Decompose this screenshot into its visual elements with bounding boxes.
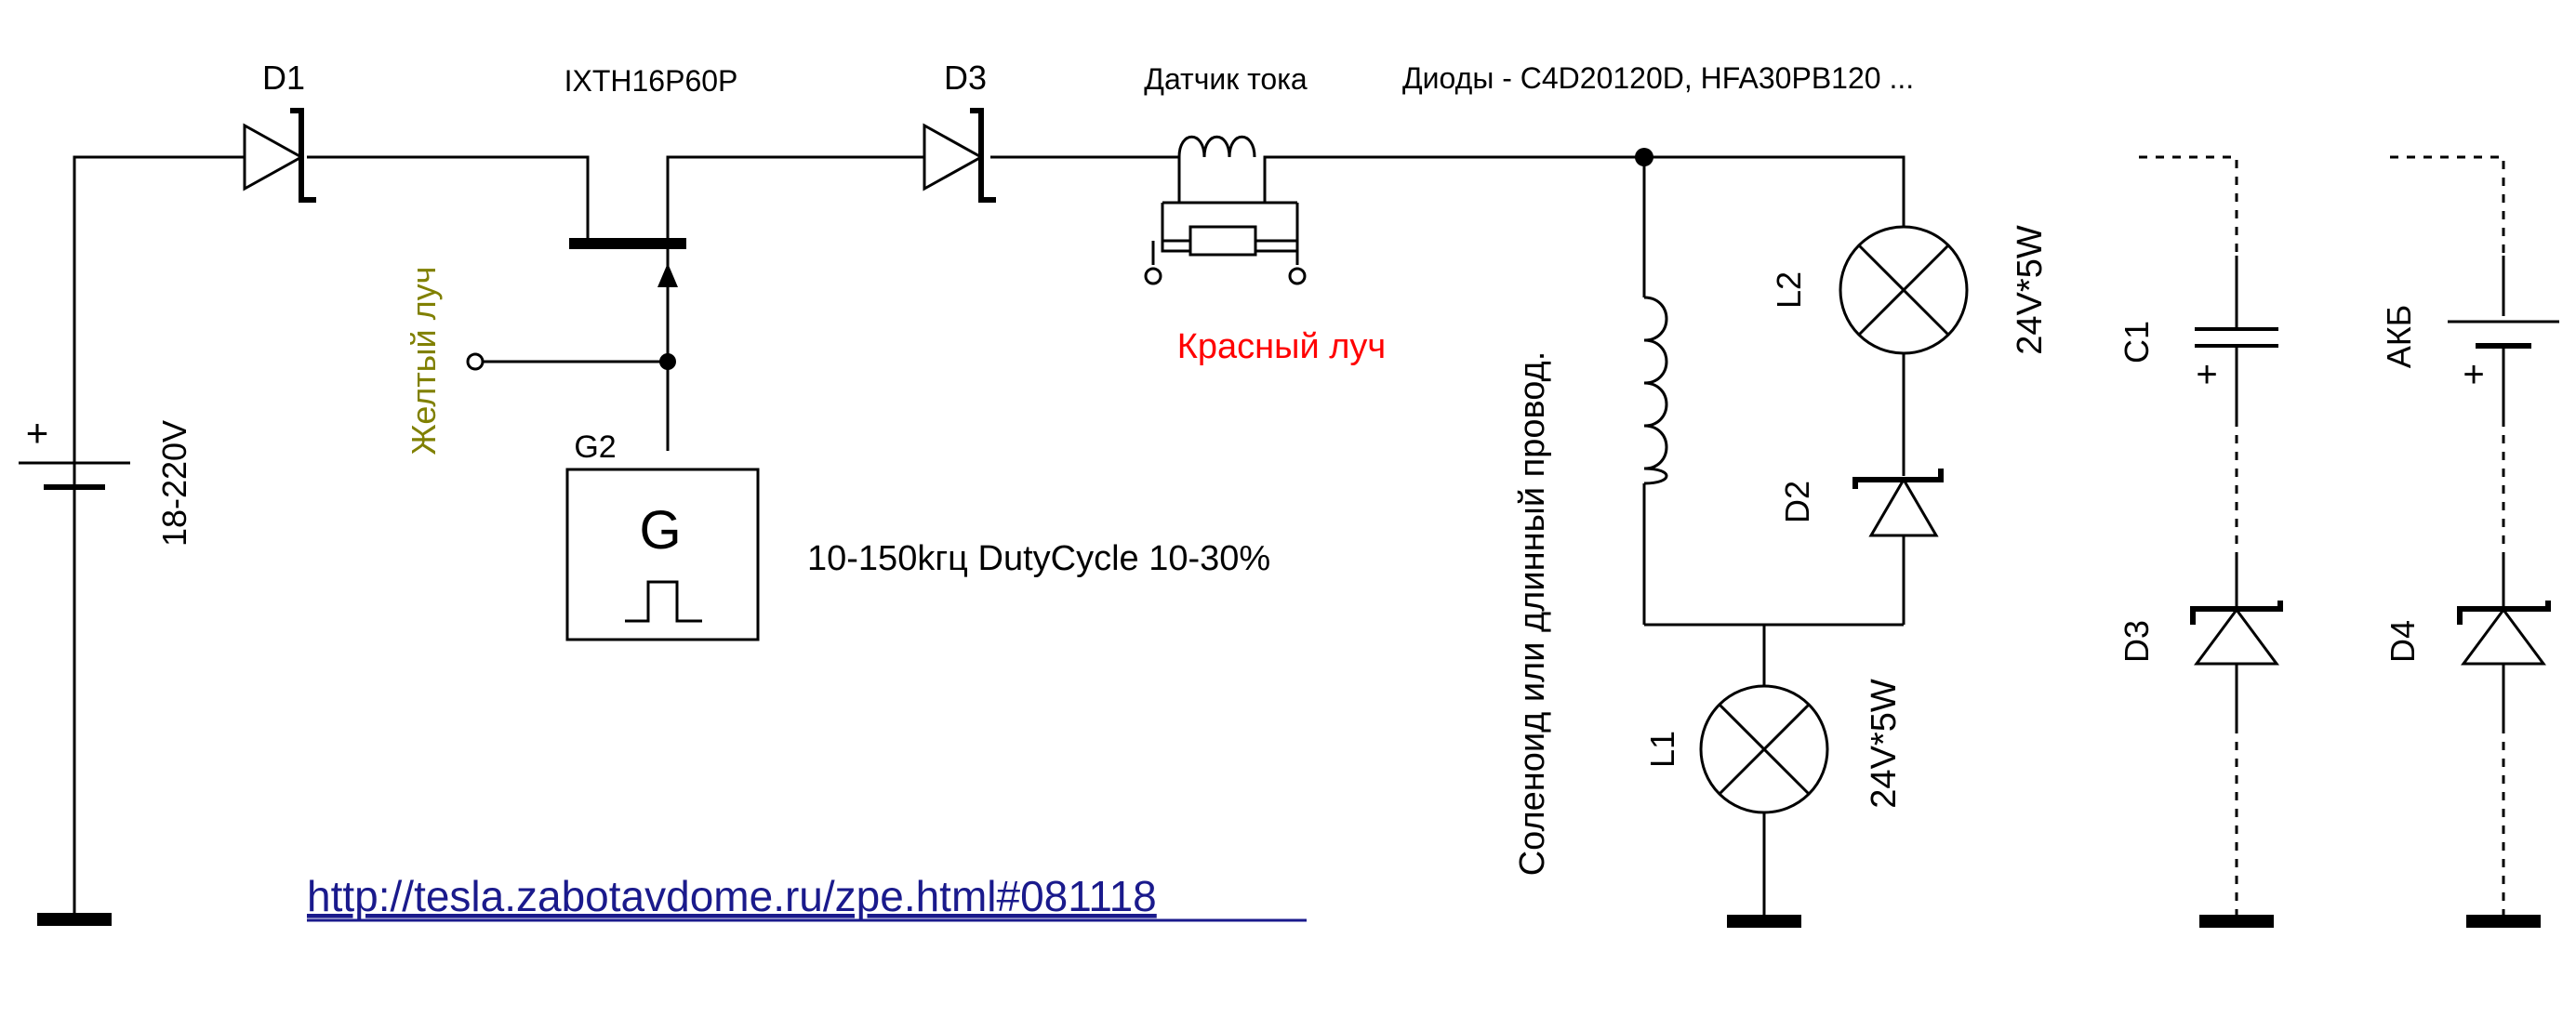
diodes-note: Диоды - C4D20120D, HFA30PB120 ... bbox=[1402, 61, 1914, 95]
l2-rating-label: 24V*5W bbox=[2011, 225, 2050, 355]
diode-d3-top bbox=[923, 108, 996, 203]
source-url-link[interactable]: http://tesla.zabotavdome.ru/zpe.html#081… bbox=[307, 872, 1307, 922]
junction-dot-top bbox=[1635, 148, 1653, 166]
d1-label: D1 bbox=[262, 59, 305, 97]
mosfet-part-label: IXTH16P60P bbox=[564, 64, 738, 98]
akb-label: АКБ bbox=[2380, 305, 2418, 369]
ground-l1 bbox=[1727, 915, 1801, 928]
battery-voltage-label: 18-220V bbox=[155, 420, 193, 547]
current-sensor-label: Датчик тока bbox=[1144, 62, 1308, 96]
c1-plus-label: + bbox=[2196, 354, 2217, 395]
generator-symbol-label: G bbox=[639, 500, 681, 561]
frequency-note: 10-150kгц DutyCycle 10-30% bbox=[807, 539, 1270, 578]
d3-top-label: D3 bbox=[944, 59, 987, 97]
d2-label: D2 bbox=[1778, 481, 1816, 523]
diode-d3-right bbox=[2190, 558, 2283, 915]
generator-name-label: G2 bbox=[574, 429, 616, 465]
l1-label: L1 bbox=[1643, 731, 1681, 768]
battery-plus-label: + bbox=[26, 411, 49, 455]
source-url-text[interactable]: http://tesla.zabotavdome.ru/zpe.html#081… bbox=[307, 872, 1157, 920]
l2-label: L2 bbox=[1770, 271, 1808, 309]
diode-d1 bbox=[243, 108, 316, 203]
l1-rating-label: 24V*5W bbox=[1865, 679, 1904, 809]
yellow-beam-label: Желтый луч bbox=[405, 267, 443, 456]
battery-symbol bbox=[19, 461, 130, 490]
current-sensor bbox=[1144, 135, 1307, 285]
d3-right-label: D3 bbox=[2118, 620, 2156, 663]
generator-g2 bbox=[565, 468, 760, 641]
gate-input bbox=[466, 352, 676, 371]
top-wires bbox=[73, 155, 1905, 901]
diode-d2 bbox=[1852, 469, 1944, 625]
red-beam-label: Красный луч bbox=[1177, 327, 1386, 366]
mosfet-symbol bbox=[569, 238, 686, 451]
c1-label: C1 bbox=[2118, 321, 2156, 363]
solenoid-coil bbox=[1642, 296, 1904, 627]
solenoid-note: Соленоид или длинный провод. bbox=[1513, 351, 1552, 877]
ground-akb-branch bbox=[2466, 915, 2541, 928]
lamp-l1 bbox=[1699, 625, 1829, 915]
lamp-l2 bbox=[1839, 225, 1969, 476]
d4-label: D4 bbox=[2383, 620, 2422, 663]
ground-c1-branch bbox=[2199, 915, 2274, 928]
diode-d4 bbox=[2457, 558, 2551, 915]
akb-plus-label: + bbox=[2463, 354, 2484, 395]
ground-left bbox=[37, 913, 112, 926]
